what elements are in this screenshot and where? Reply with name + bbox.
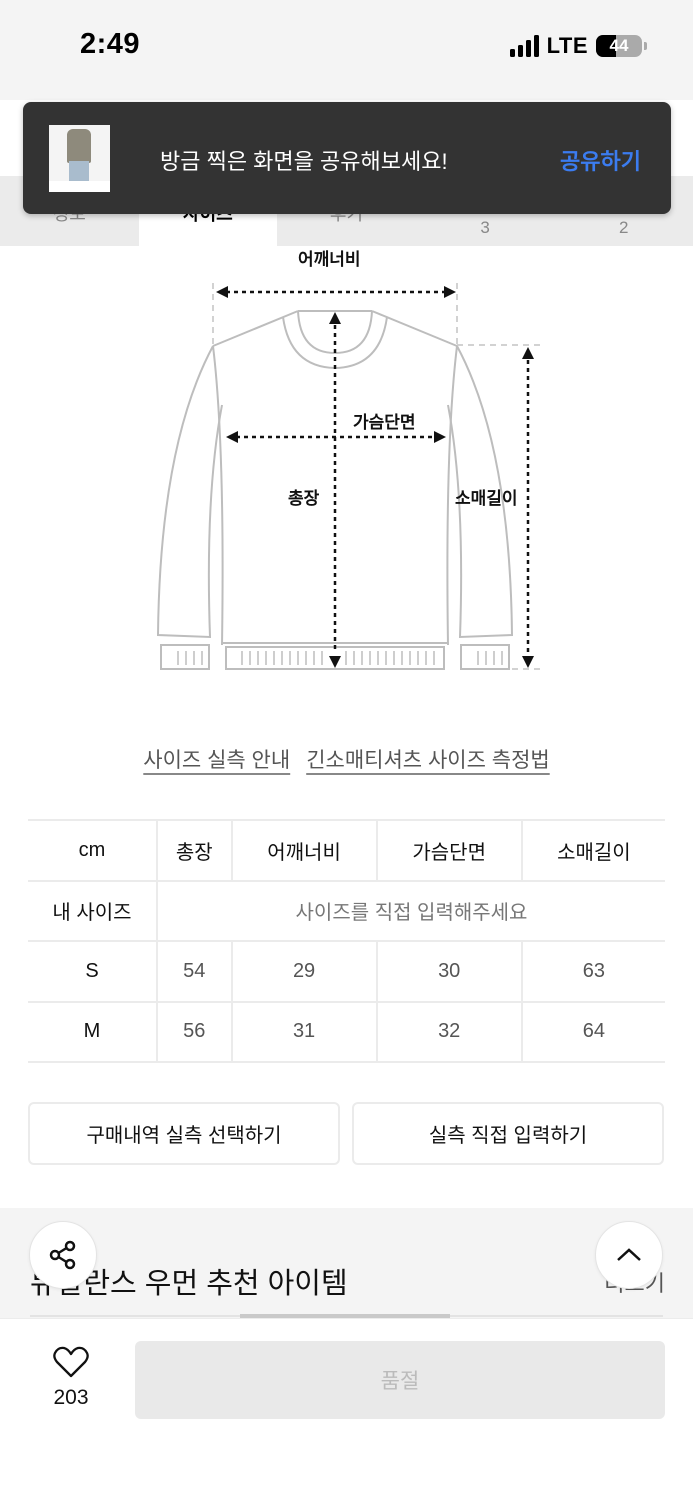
table-cell: 56 — [156, 1000, 232, 1063]
share-icon — [49, 1240, 76, 1270]
table-header-row: cm 총장 어깨너비 가슴단면 소매길이 — [28, 819, 665, 882]
size-label: S — [28, 940, 157, 1003]
my-size-input[interactable]: 사이즈를 직접 입력해주세요 — [156, 879, 665, 942]
label-chest: 가슴단면 — [353, 413, 416, 432]
like-count: 203 — [53, 1386, 89, 1409]
bottom-action-bar: 203 품절 — [0, 1318, 693, 1500]
tab-4[interactable]: 3 — [416, 176, 555, 246]
column-header: 총장 — [156, 819, 232, 882]
toast-message: 방금 찍은 화면을 공유해보세요! — [160, 149, 448, 174]
battery-icon: 44 — [596, 35, 642, 57]
screenshot-share-toast: 방금 찍은 화면을 공유해보세요! 공유하기 — [23, 102, 671, 214]
size-table: cm 총장 어깨너비 가슴단면 소매길이 내 사이즈 사이즈를 직접 입력해주세… — [28, 819, 665, 1063]
my-size-row: 내 사이즈 사이즈를 직접 입력해주세요 — [28, 879, 665, 942]
direct-input-button[interactable]: 실측 직접 입력하기 — [352, 1102, 664, 1165]
table-cell: 29 — [230, 940, 377, 1003]
size-measure-guide-link[interactable]: 사이즈 실측 안내 — [143, 749, 291, 772]
cellular-signal-icon — [509, 35, 539, 57]
share-button[interactable] — [29, 1221, 97, 1289]
screenshot-thumbnail[interactable] — [49, 125, 110, 192]
network-type: LTE — [546, 33, 588, 58]
size-guide-links: 사이즈 실측 안내 긴소매티셔츠 사이즈 측정법 — [0, 744, 693, 774]
share-action-button[interactable]: 공유하기 — [560, 149, 641, 174]
tab-count: 3 — [480, 218, 490, 237]
unit-header: cm — [28, 819, 157, 882]
measure-method-link[interactable]: 긴소매티셔츠 사이즈 측정법 — [306, 749, 550, 772]
recommend-section: 뉴발란스 우먼 추천 아이템 더보기 — [0, 1208, 693, 1318]
column-header: 소매길이 — [520, 819, 665, 882]
battery-tip — [644, 42, 647, 50]
battery-level: 44 — [609, 36, 629, 55]
table-cell: 30 — [375, 940, 522, 1003]
table-row: M 56 31 32 64 — [28, 1000, 665, 1063]
size-measurement-diagram: 어깨너비 가슴단면 총장 소매길이 — [150, 245, 550, 685]
table-row: S 54 29 30 63 — [28, 940, 665, 1003]
column-header: 가슴단면 — [375, 819, 522, 882]
size-label: M — [28, 1000, 157, 1063]
table-cell: 63 — [520, 940, 665, 1003]
select-from-purchase-history-button[interactable]: 구매내역 실측 선택하기 — [28, 1102, 340, 1165]
tab-count: 2 — [618, 218, 629, 237]
heart-icon — [53, 1346, 89, 1378]
status-indicators: LTE 44 — [509, 33, 647, 59]
label-shoulder: 어깨너비 — [298, 250, 361, 269]
table-cell: 32 — [375, 1000, 522, 1063]
like-button[interactable]: 203 — [40, 1345, 102, 1410]
column-header: 어깨너비 — [230, 819, 377, 882]
product-thumbnail-edge[interactable] — [240, 1314, 450, 1318]
scroll-to-top-button[interactable] — [595, 1221, 663, 1289]
soldout-button: 품절 — [135, 1341, 665, 1419]
label-length: 총장 — [288, 489, 320, 508]
status-time: 2:49 — [80, 28, 141, 60]
status-bar: 2:49 LTE 44 — [0, 0, 693, 100]
chevron-up-icon — [617, 1248, 641, 1261]
sweatshirt-outline-icon — [156, 283, 540, 670]
table-cell: 64 — [520, 1000, 665, 1063]
my-size-label: 내 사이즈 — [28, 879, 157, 942]
table-cell: 54 — [156, 940, 232, 1003]
label-sleeve: 소매길이 — [455, 489, 518, 508]
tab-5[interactable]: 2 — [554, 176, 693, 246]
table-cell: 31 — [230, 1000, 377, 1063]
